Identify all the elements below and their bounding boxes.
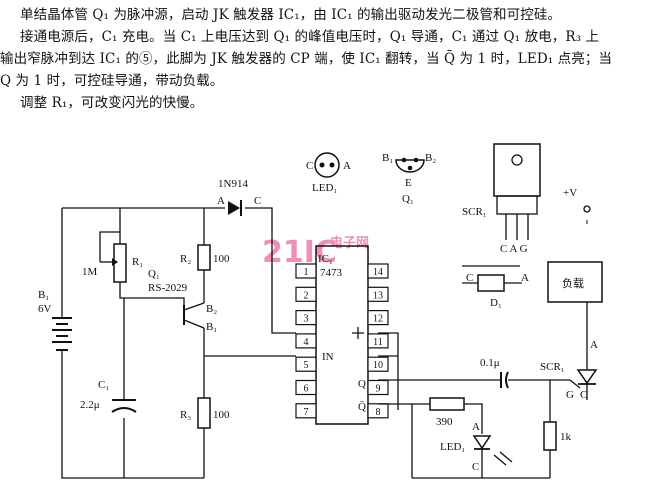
led-pinout-name: LED₁ <box>312 182 337 194</box>
ic-part: 7473 <box>320 267 343 279</box>
paragraph-3: 输出窄脉冲到达 IC₁ 的⑤，此脚为 JK 触发器的 CP 端，使 IC₁ 翻转… <box>0 51 613 67</box>
battery-voltage: 6V <box>38 303 52 315</box>
load-label: 负载 <box>562 276 584 290</box>
scr-pins: C A G <box>500 243 528 255</box>
r3-label: R₃ <box>180 409 191 421</box>
scr2-a-label: A <box>590 339 598 351</box>
plus-v-label: +V <box>563 187 577 199</box>
b2-label: B₂ <box>206 303 217 315</box>
paragraph-2: 接通电源后，C₁ 充电。当 C₁ 上电压达到 Q₁ 的峰值电压时，Q₁ 导通，C… <box>20 29 600 45</box>
capacitor-c1: C₁ 2.2μ <box>80 379 137 413</box>
paragraph-5: 调整 R₁，可改变闪光的快慢。 <box>20 95 204 111</box>
ic-pin-left-7: 7 <box>304 407 309 418</box>
diode-anode-label: A <box>217 195 225 207</box>
q1-part-label: RS-2029 <box>148 282 188 294</box>
ic-pin-left-1: 1 <box>304 267 309 278</box>
ic-pin-right-8: 8 <box>376 407 381 418</box>
paragraph-1: 单结晶体管 Q₁ 为脉冲源，启动 JK 触发器 IC₁，由 IC₁ 的输出驱动发… <box>20 7 562 23</box>
battery-label: B₁ <box>38 289 49 301</box>
ic-pin-left-5-box <box>295 356 317 372</box>
scr-name: SCR₁ <box>462 206 487 218</box>
power-load: +V 负载 <box>547 187 603 350</box>
ic-pin-left-7-box <box>295 403 317 419</box>
d1-name: D₁ <box>490 297 502 309</box>
b1-label: B₁ <box>206 321 217 333</box>
ic-pin-left-1-box <box>295 263 317 279</box>
transistor-q1: Q₁ RS-2029 B₂ B₁ <box>124 268 217 333</box>
ic-pin-left-6: 6 <box>304 384 309 395</box>
ic-pin-right-11: 11 <box>373 337 383 348</box>
ic-label: IC₁ <box>318 253 333 265</box>
cap-value: 0.1μ <box>480 357 500 369</box>
q1-pin-b1: B₁ <box>382 152 393 164</box>
led-pinout: C A LED₁ <box>306 152 351 194</box>
r1k-value: 1k <box>560 431 572 443</box>
ic-pin-left-2-box <box>295 286 317 302</box>
ic-pin-left-3-box <box>295 310 317 326</box>
resistor-r3: R₃ 100 <box>180 397 230 429</box>
q1-label: Q₁ <box>148 268 160 280</box>
scr2-name: SCR₁ <box>540 361 565 373</box>
ic-q-label: Q <box>358 378 366 390</box>
ic-pin-left-6-box <box>295 379 317 396</box>
led-pin-a: A <box>343 160 351 172</box>
diode-part-label: 1N914 <box>218 178 248 190</box>
r2-label: R₂ <box>180 253 191 265</box>
q1-pin-b2: B₂ <box>425 152 436 164</box>
paragraph-4: Q 为 1 时，可控硅导通，带动负载。 <box>0 73 224 89</box>
ic-pin-left-5: 5 <box>304 360 309 371</box>
q1-pinout-name: Q₁ <box>402 193 414 205</box>
ic-pin-right-12: 12 <box>373 314 383 325</box>
led2-a-label: A <box>472 421 480 433</box>
diode-cathode-label: C <box>254 195 261 207</box>
ic-pin-right-12-box <box>367 310 389 326</box>
scr-package: SCR₁ C A G <box>462 143 541 255</box>
ic-pin-right-11-box <box>367 333 389 349</box>
q1-pinout: B₁ B₂ E Q₁ <box>382 152 436 205</box>
led2-c-label: C <box>472 461 479 473</box>
ic-qbar-label: Q̄ <box>358 401 366 413</box>
ic-pin-right-13: 13 <box>373 290 383 301</box>
r3-value: 100 <box>213 409 230 421</box>
output-circuit: 0.1μ 390 1k A SCR₁ G C A LED₁ C <box>378 332 598 479</box>
top-wires <box>61 207 296 479</box>
c1-value: 2.2μ <box>80 399 100 411</box>
ic-pin-left-4-box <box>295 333 317 349</box>
diode-1n914: 1N914 A C <box>217 178 261 216</box>
d1-a-label: A <box>521 272 529 284</box>
ic-pin-left-2: 2 <box>304 290 309 301</box>
ic-pin-right-9: 9 <box>376 384 381 395</box>
ic-pin-right-13-box <box>367 286 389 302</box>
c1-label: C₁ <box>98 379 109 391</box>
ic-pin-right-14-box <box>367 263 389 279</box>
r1-label: R₁ <box>132 256 143 268</box>
diode-d1: C A D₁ <box>462 265 529 309</box>
scr2-c-label: C <box>580 389 587 401</box>
watermark-text: 电子网 <box>330 235 369 251</box>
ic-in-label: IN <box>322 351 334 363</box>
battery-b1: B₁ 6V <box>38 289 72 351</box>
ic-pin-right-10: 10 <box>373 360 383 371</box>
led-pin-c: C <box>306 160 313 172</box>
resistor-r2: R₂ 100 <box>180 244 230 271</box>
ic-pin-left-3: 3 <box>304 314 309 325</box>
ic-pin-right-14: 14 <box>373 267 383 278</box>
r390-value: 390 <box>436 416 453 428</box>
potentiometer-r1: 1M R₁ <box>82 226 143 299</box>
d1-c-label: C <box>466 272 473 284</box>
led2-name: LED₁ <box>440 441 465 453</box>
ic-pin-left-4: 4 <box>304 337 309 348</box>
pot-1m-label: 1M <box>82 266 98 278</box>
q1-pin-e: E <box>405 177 412 189</box>
scr2-g-label: G <box>566 389 574 401</box>
r2-value: 100 <box>213 253 230 265</box>
ic-pin-right-10-box <box>367 356 389 372</box>
